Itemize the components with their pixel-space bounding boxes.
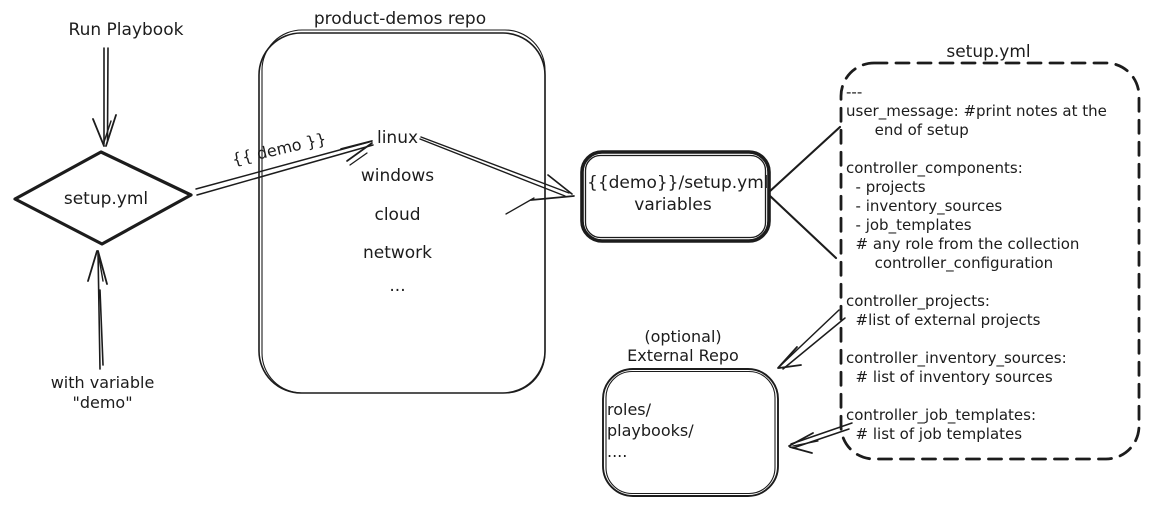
variables-box-label: {{demo}}/setup.yml variables [587, 172, 769, 216]
setup-yml-content: --- user_message: #print notes at the en… [846, 83, 1107, 443]
templates-to-external-arrow [788, 422, 853, 454]
external-repo-label-line1: (optional) [644, 327, 722, 346]
setup-diamond [13, 150, 193, 246]
repo-item-cloud: cloud [374, 205, 421, 225]
with-variable-arrow [87, 250, 108, 370]
external-repo-box [602, 368, 779, 497]
external-repo-label-line2: External Repo [627, 346, 739, 365]
with-variable-label: with variable "demo" [30, 373, 175, 413]
variables-box-line2: variables [634, 195, 712, 215]
run-playbook-arrow [92, 47, 117, 147]
product-demos-box [258, 29, 546, 394]
setup-yml-title: setup.yml [946, 42, 1031, 62]
projects-to-external-arrow [777, 309, 846, 370]
demo-arrow [195, 140, 374, 196]
setup-diamond-label: setup.yml [63, 189, 149, 209]
product-demos-title: product-demos repo [313, 9, 487, 29]
repo-item-windows: windows [360, 166, 435, 186]
with-variable-line1: with variable [50, 373, 155, 392]
with-variable-line2: "demo" [72, 393, 133, 412]
variables-box-shape [580, 150, 771, 243]
external-repo-label: (optional) External Repo [608, 327, 758, 365]
repo-item-linux: linux [376, 128, 419, 148]
repo-item-network: network [362, 243, 433, 263]
variables-to-setupyml-connectors [767, 125, 842, 260]
setup-yml-dashed-box [839, 61, 1141, 461]
repo-item-ellipsis: ... [389, 276, 406, 296]
variables-box-line1: {{demo}}/setup.yml [587, 173, 769, 193]
external-repo-content: roles/ playbooks/ .... [607, 400, 694, 461]
run-playbook-label: Run Playbook [68, 20, 184, 40]
linux-to-variables-arrow [419, 136, 575, 215]
